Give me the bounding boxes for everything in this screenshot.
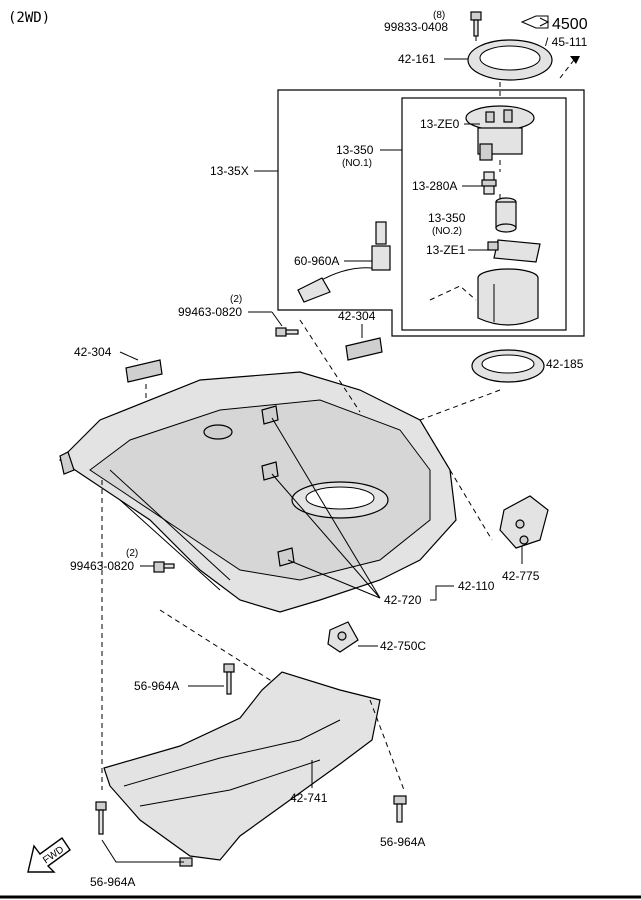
variant-label: (2WD) (8, 10, 50, 26)
retainer-ring-42-161 (467, 39, 553, 81)
part-13-350-no2-label[interactable]: 13-350 (428, 211, 466, 225)
part-42-185-label[interactable]: 42-185 (546, 357, 584, 371)
bolt-99463-top (275, 327, 299, 337)
part-99463-top-qty: (2) (230, 294, 242, 305)
part-56-964a-upper-label[interactable]: 56-964A (134, 679, 179, 693)
bolt-icon (470, 11, 482, 37)
fuel-tank-42-110 (59, 371, 457, 613)
part-13-280a-label[interactable]: 13-280A (412, 179, 457, 193)
part-99463-bottom-qty: (2) (126, 548, 138, 559)
pump-13-350-no2 (495, 197, 517, 233)
pad-42-304-left (125, 359, 163, 383)
part-13-35x-label[interactable]: 13-35X (210, 164, 249, 178)
part-42-775-label[interactable]: 42-775 (502, 569, 540, 583)
part-42-741-label[interactable]: 42-741 (290, 791, 328, 805)
fuel-gauge-sender-60-960a (297, 221, 391, 303)
part-13-ze0-label[interactable]: 13-ZE0 (420, 117, 460, 131)
heat-insulator-42-720 (261, 405, 295, 567)
pump-flange-13-ze0 (465, 105, 535, 161)
pad-42-304-right (345, 337, 383, 361)
bolt-99463-bottom (153, 561, 175, 573)
reference-page[interactable]: / 45-111 (545, 35, 588, 49)
part-13-ze1-label[interactable]: 13-ZE1 (426, 243, 466, 257)
assembly-box-13-35x (277, 89, 585, 337)
strainer-13-ze1 (487, 239, 541, 263)
bracket-42-750c (327, 621, 359, 653)
under-cover-42-741 (103, 671, 381, 861)
part-99833-0408-label[interactable]: 99833-0408 (384, 20, 448, 34)
part-13-350-no2-note: (NO.2) (432, 226, 462, 237)
part-13-350-no1-note: (NO.1) (342, 158, 372, 169)
part-42-720-label[interactable]: 42-720 (384, 593, 422, 607)
part-99463-0820-top-label[interactable]: 99463-0820 (178, 305, 242, 319)
reference-number[interactable]: 4500 (552, 16, 588, 33)
reference-pointer-icon (559, 56, 580, 79)
part-99463-0820-bottom-label[interactable]: 99463-0820 (70, 559, 134, 573)
assembly-box-13-350 (401, 97, 567, 331)
filter-13-280a (481, 171, 497, 195)
reference-arrow-icon (520, 15, 550, 29)
pump-reservoir-bowl (477, 268, 539, 326)
fwd-arrow-icon (27, 837, 71, 873)
part-42-304-right-label[interactable]: 42-304 (338, 309, 376, 323)
clip-56-964a-right (393, 795, 407, 823)
part-42-161-label[interactable]: 42-161 (398, 52, 436, 66)
part-42-750c-label[interactable]: 42-750C (380, 639, 426, 653)
part-60-960a-label[interactable]: 60-960A (294, 254, 339, 268)
part-42-110-label[interactable]: 42-110 (458, 579, 495, 593)
part-56-964a-bottom-label[interactable]: 56-964A (90, 875, 135, 889)
part-99833-qty: (8) (433, 10, 445, 21)
bracket-42-775 (499, 495, 549, 549)
part-13-350-no1-label[interactable]: 13-350 (336, 143, 374, 157)
part-42-304-left-label[interactable]: 42-304 (74, 345, 112, 359)
clip-56-964a-upper (223, 663, 235, 695)
part-56-964a-right-label[interactable]: 56-964A (380, 835, 425, 849)
retainer-ring-42-185 (471, 349, 545, 383)
